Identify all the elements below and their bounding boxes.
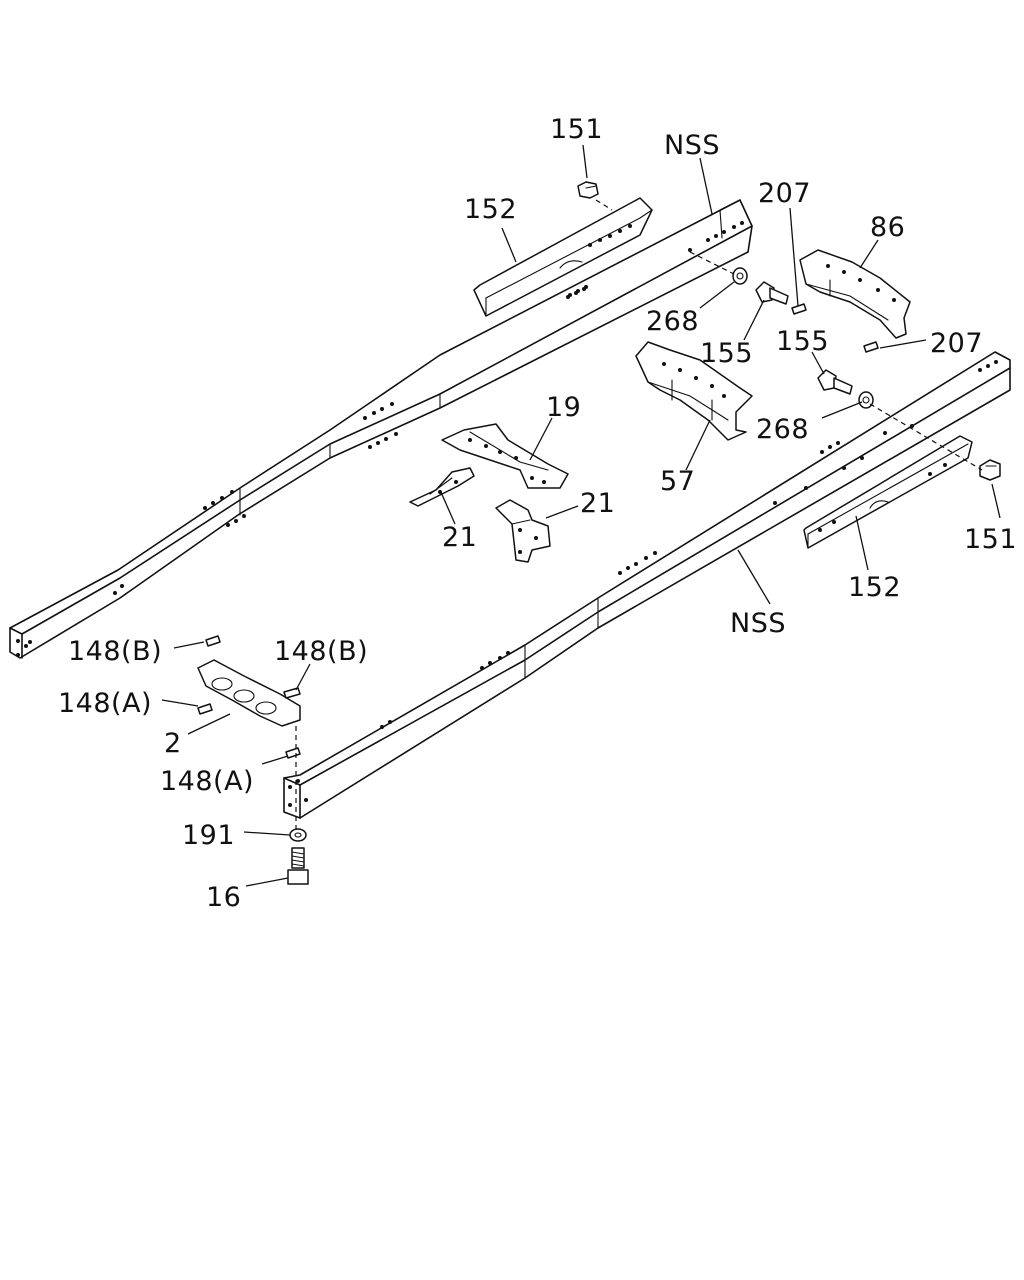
label-151-right: 151 [964,524,1017,555]
bracket-21-right [495,499,551,563]
label-151-top: 151 [550,114,603,145]
shim-148b-left [205,635,221,647]
bolt-16 [287,847,309,885]
shim-207-upper [791,303,807,315]
shim-207-lower [863,341,879,353]
label-nss-top: NSS [664,130,720,161]
washer-268-upper [732,267,748,285]
left-rail-holes [16,221,744,657]
label-155-mid: 155 [776,326,829,357]
label-268-right: 268 [756,414,809,445]
label-19: 19 [546,392,581,423]
label-268-top: 268 [646,306,699,337]
left-side-rail [9,199,753,659]
label-207-right: 207 [930,328,983,359]
label-152-right: 152 [848,572,901,603]
label-2: 2 [164,728,182,759]
label-21-right: 21 [580,488,615,519]
assembly-lines [295,199,983,830]
crossmember-19 [441,423,569,489]
washer-191 [289,828,307,842]
label-191: 191 [182,820,235,851]
reinforcement-plate-152-lower [803,435,973,549]
label-155-top: 155 [700,338,753,369]
bolt-155-lower [817,369,853,395]
bolt-155-upper [755,281,789,305]
callout-labels: 151 NSS 152 207 86 268 155 155 207 19 26… [58,114,1017,913]
leader-lines [161,144,1001,887]
reinforcement-plate-152-upper [473,197,653,317]
label-nss-bottom: NSS [730,608,786,639]
label-152-top: 152 [464,194,517,225]
label-148b-right: 148(B) [274,636,368,667]
nut-151-upper [577,181,599,199]
label-57: 57 [660,466,695,497]
crossmember-86 [799,249,911,339]
front-crossmember-2 [197,659,301,727]
label-148a-bottom: 148(A) [160,766,254,797]
label-148a-top: 148(A) [58,688,152,719]
label-86: 86 [870,212,905,243]
label-207-top: 207 [758,178,811,209]
shim-148b-right [283,687,301,699]
nut-151-lower [979,459,1001,481]
label-148b-left: 148(B) [68,636,162,667]
crossmember-57 [635,341,753,441]
shim-148a-top [197,703,213,715]
label-21-left: 21 [442,522,477,553]
bracket-21-left [409,467,475,507]
washer-268-lower [858,391,874,409]
right-side-rail [283,351,1011,819]
right-rail-holes [288,360,998,807]
label-16: 16 [206,882,241,913]
